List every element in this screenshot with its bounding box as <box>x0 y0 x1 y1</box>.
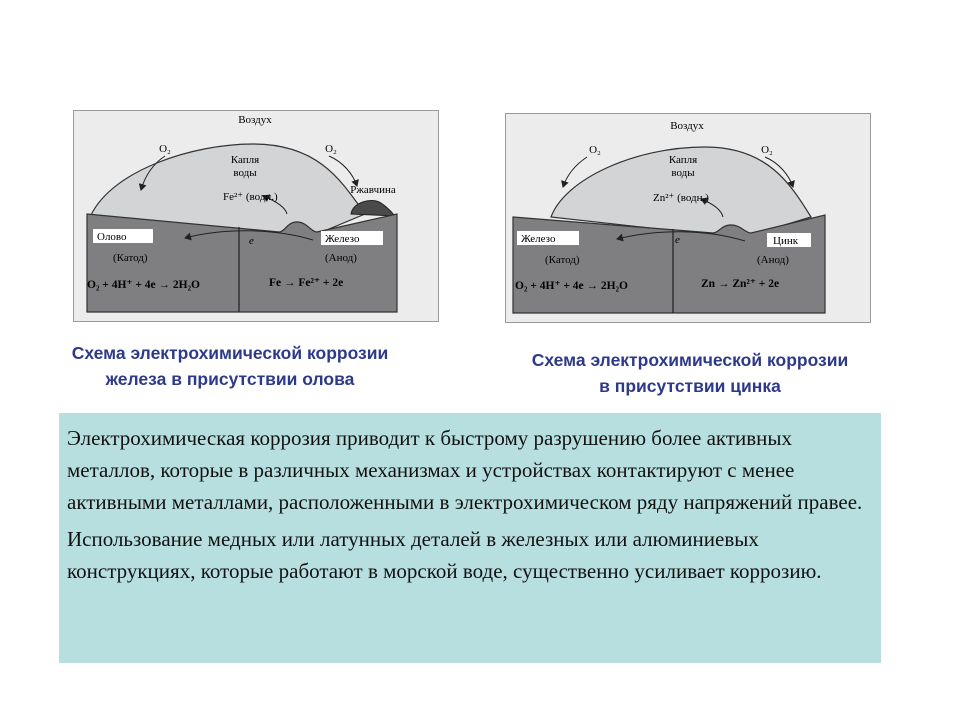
paragraph-galvanic-corrosion: Электрохимическая коррозия приводит к бы… <box>67 426 863 514</box>
tin-iron-corrosion-diagram: Воздух O₂ O₂ Капля воды Fe²⁺ (водн.) Ржа… <box>73 110 439 322</box>
cathode-metal-label: Олово <box>97 231 127 243</box>
anode-metal-label: Железо <box>325 233 360 245</box>
anode-equation: Zn → Zn²⁺ + 2e <box>701 278 779 290</box>
drop-label-line2: воды <box>671 167 695 179</box>
iron-zinc-corrosion-diagram: Воздух O₂ O₂ Капля воды Zn²⁺ (водн.) Жел… <box>505 113 871 323</box>
o2-right-label: O₂ <box>761 144 773 156</box>
right-diagram-caption: Схема электрохимической коррозии в прису… <box>455 347 925 399</box>
air-label: Воздух <box>238 114 272 126</box>
paragraph-copper-brass-example: Использование медных или латунных детале… <box>67 527 822 583</box>
cathode-label-box <box>517 231 579 245</box>
anode-label-box <box>321 231 383 245</box>
ion-label: Zn²⁺ (водн.) <box>653 192 709 204</box>
drop-label-line2: воды <box>233 167 257 179</box>
left-caption-line2: железа в присутствии олова <box>105 369 355 389</box>
drop-label-line1: Капля <box>669 154 697 166</box>
cathode-equation: O₂ + 4H⁺ + 4e → 2H₂O <box>515 280 628 292</box>
right-caption-line1: Схема электрохимической коррозии <box>531 350 849 370</box>
o2-right-label: O₂ <box>325 143 337 155</box>
left-diagram-caption: Схема электрохимической коррозии железа … <box>0 340 460 392</box>
electron-label: e <box>675 234 680 246</box>
anode-role-label: (Анод) <box>325 252 357 264</box>
ion-arrow <box>700 197 724 218</box>
ion-label: Fe²⁺ (водн.) <box>223 191 278 203</box>
anode-equation: Fe → Fe²⁺ + 2e <box>269 277 343 289</box>
o2-left-label: O₂ <box>589 144 601 156</box>
o2-right-arrow <box>764 156 795 188</box>
metal-slab <box>86 213 398 313</box>
electron-label: e <box>249 235 254 247</box>
explanation-text-box: Электрохимическая коррозия приводит к бы… <box>59 413 881 663</box>
right-caption-line2: в присутствии цинка <box>599 376 781 396</box>
electron-arrow <box>184 230 314 241</box>
cathode-metal-label: Железо <box>521 233 556 245</box>
anode-role-label: (Анод) <box>757 254 789 266</box>
cathode-role-label: (Катод) <box>113 252 148 264</box>
anode-metal-label: Цинк <box>773 235 799 247</box>
metal-slab <box>512 214 826 314</box>
cathode-role-label: (Катод) <box>545 254 580 266</box>
left-caption-line1: Схема электрохимической коррозии <box>71 343 389 363</box>
o2-left-label: O₂ <box>159 143 171 155</box>
air-label: Воздух <box>670 120 704 132</box>
cathode-label-box <box>93 229 153 243</box>
electron-arrow <box>616 231 746 242</box>
rust-label: Ржавчина <box>350 184 396 196</box>
o2-left-arrow <box>138 155 166 191</box>
o2-left-arrow <box>561 156 588 188</box>
cathode-equation: O₂ + 4H⁺ + 4e → 2H₂O <box>87 279 200 291</box>
o2-right-arrow <box>328 155 359 187</box>
drop-label-line1: Капля <box>231 154 259 166</box>
ion-arrow <box>262 194 288 215</box>
anode-label-box <box>767 233 811 247</box>
